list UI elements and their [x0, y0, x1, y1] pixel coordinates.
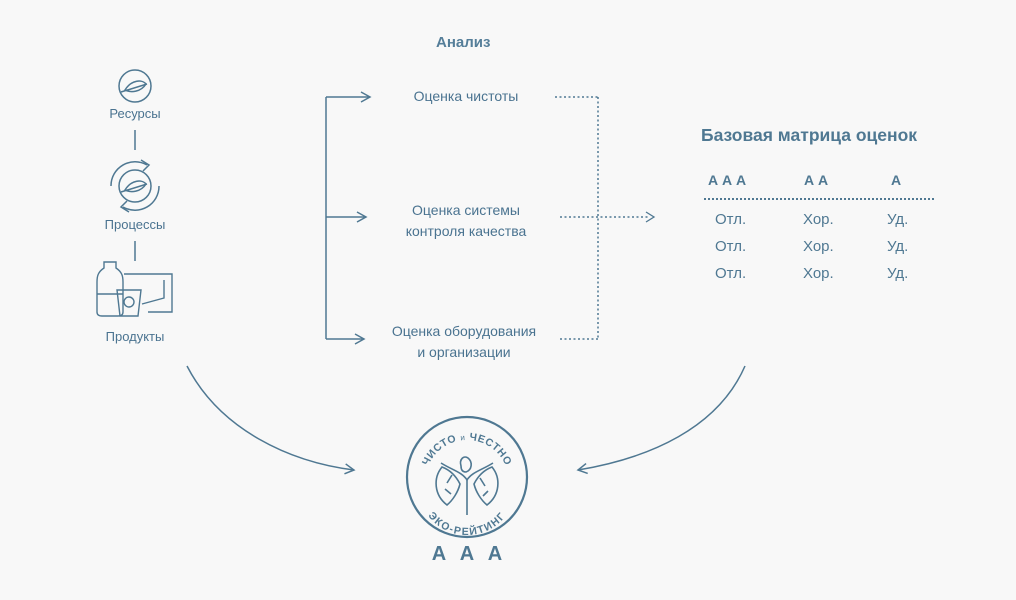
- analysis-step-equipment: Оценка оборудования и организации: [371, 321, 557, 363]
- matrix-cell: Отл.: [715, 211, 747, 228]
- matrix-title: Базовая матрица оценок: [701, 125, 918, 145]
- matrix-header-aaa: А А А: [708, 172, 747, 188]
- input-label-products: Продукты: [105, 329, 165, 344]
- matrix-cell: Хор.: [803, 238, 834, 255]
- step-line: Оценка оборудования: [391, 323, 537, 339]
- matrix-cell: Хор.: [803, 211, 834, 228]
- arrow-to-matrix: [645, 211, 656, 223]
- step-line: и организации: [417, 344, 511, 360]
- emblem-icon: [435, 456, 499, 515]
- matrix-cell: Отл.: [715, 265, 747, 282]
- step-line: контроля качества: [405, 223, 527, 239]
- matrix-cell: Хор.: [803, 265, 834, 282]
- matrix-cell: Уд.: [887, 238, 909, 255]
- analysis-step-quality-control: Оценка системы контроля качества: [376, 200, 556, 242]
- matrix-cell: Отл.: [715, 238, 747, 255]
- curve-arrow-right: [576, 365, 746, 475]
- matrix-cell: Уд.: [887, 211, 909, 228]
- leaf-circle-icon: [118, 69, 152, 103]
- curve-arrow-left: [186, 365, 356, 475]
- eco-rating-badge: ЧИСТО и ЧЕСТНО ЭКО-РЕЙТИНГ: [405, 415, 529, 539]
- badge-rating: А А А: [431, 543, 507, 565]
- products-icon: [96, 261, 173, 317]
- step-line: Оценка чистоты: [413, 88, 519, 104]
- analysis-title: Анализ: [436, 34, 491, 51]
- analysis-bracket: [325, 91, 372, 345]
- dotted-connectors: [555, 96, 650, 340]
- step-line: Оценка системы: [412, 202, 520, 218]
- input-label-resources: Ресурсы: [109, 106, 161, 121]
- matrix-header-a: А: [891, 172, 902, 188]
- analysis-step-cleanliness: Оценка чистоты: [386, 88, 546, 104]
- matrix-header-aa: А А: [804, 172, 829, 188]
- leaf-cycle-icon: [110, 159, 160, 213]
- input-label-processes: Процессы: [104, 217, 166, 232]
- matrix-cell: Уд.: [887, 265, 909, 282]
